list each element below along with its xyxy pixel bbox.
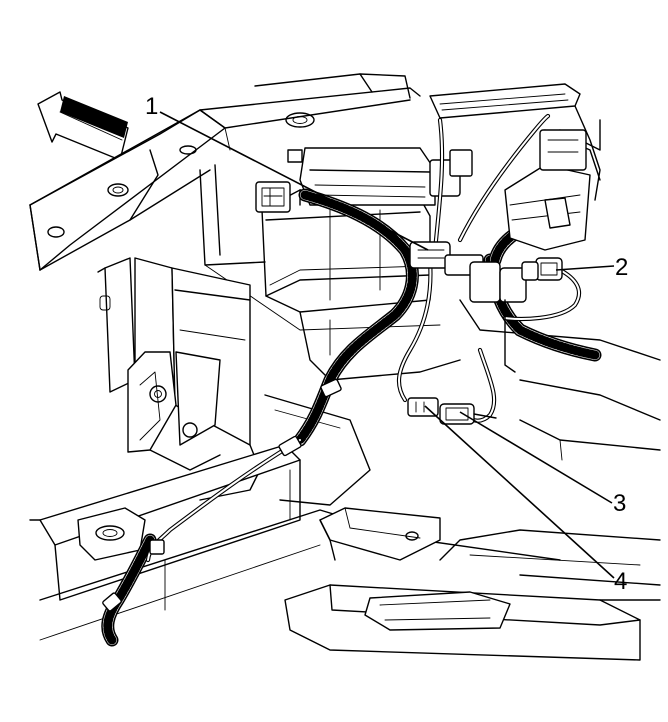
callout-1: 1 xyxy=(145,93,158,120)
forward-arrow-icon xyxy=(37,91,129,161)
callout-4: 4 xyxy=(614,568,627,595)
floor-pan xyxy=(284,507,661,661)
lower-bracket xyxy=(97,257,371,506)
harness-connector xyxy=(521,257,563,281)
module-bracket xyxy=(504,129,591,251)
upper-body-panel xyxy=(254,73,601,201)
leader-lines xyxy=(159,111,615,579)
harness-clips xyxy=(102,378,342,612)
frame-rail xyxy=(29,87,421,271)
callout-2: 2 xyxy=(615,254,628,281)
callout-3: 3 xyxy=(613,490,626,517)
battery-box xyxy=(255,147,473,313)
harness-junction-clip xyxy=(409,241,527,373)
lower-rail xyxy=(29,444,561,641)
